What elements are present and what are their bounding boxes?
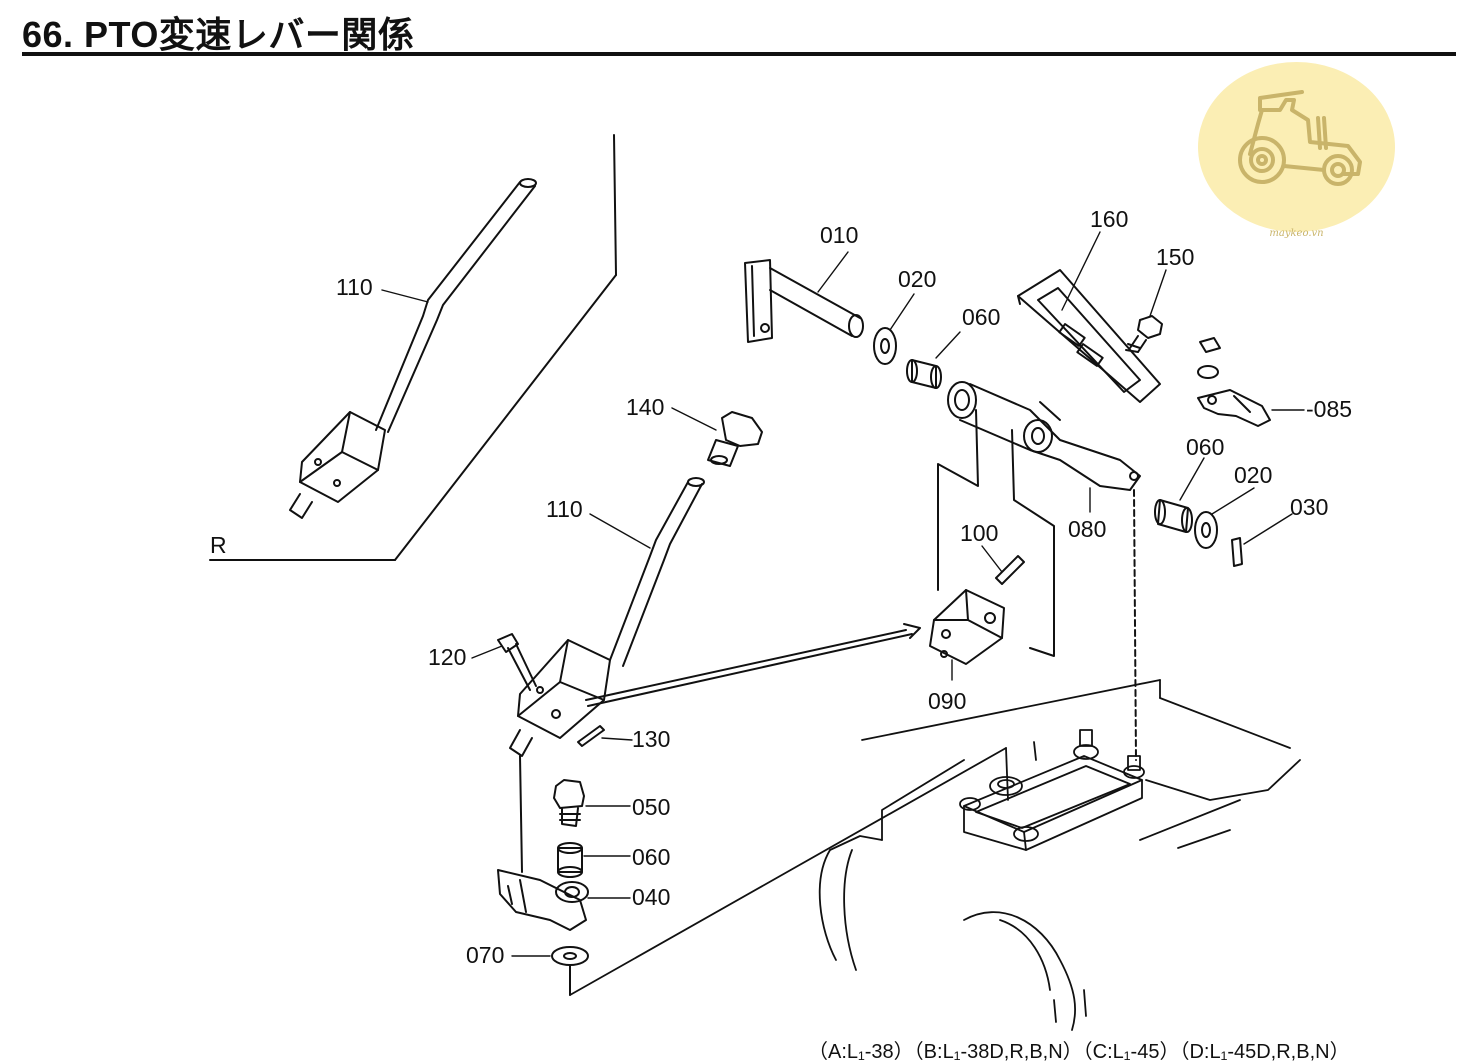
alignment-frame [937,409,1055,657]
link-rod [585,629,907,701]
part-label-060-upper: 060 [962,304,1001,330]
leader-lines [381,231,1305,957]
lever-110-r [289,178,537,519]
part-label-150: 150 [1156,244,1195,270]
plate-160 [1017,269,1161,403]
page-title: 66. PTO変速レバー関係 [22,14,415,55]
block-090 [929,589,1005,665]
part-label-010: 010 [820,222,859,248]
watermark-logo: maykeo.vn [1198,62,1395,239]
part-label-160: 160 [1090,206,1129,232]
part-label-120: 120 [428,644,467,670]
part-label-030: 030 [1290,494,1329,520]
transmission-housing [569,679,1301,1031]
knob-140 [707,411,763,467]
pin-130 [577,725,605,747]
part-label-110: 110 [546,496,583,522]
clamp-085 [1197,337,1271,427]
shaft-010 [744,259,864,343]
variant-label-r: R [210,532,227,558]
tractor-icon [1238,90,1362,186]
bolt-120 [497,633,537,691]
washer-070 [551,946,589,996]
washer-020-lower [1194,511,1218,549]
part-label-040: 040 [632,884,671,910]
part-label-085-number: 085 [1313,396,1353,422]
bracket-040 [497,869,589,931]
bolt-150 [1125,315,1163,353]
part-label-085: -085 [1306,396,1353,422]
part-label-130: 130 [632,726,671,752]
guide-line [1133,489,1137,761]
lever-110 [509,477,705,873]
bush-060-upper [906,359,942,389]
part-label-050: 050 [632,794,671,820]
part-label-100: 100 [960,520,999,546]
part-label-060-lower: 060 [1186,434,1225,460]
part-label-080: 080 [1068,516,1107,542]
part-label-140: 140 [626,394,665,420]
part-label-090: 090 [928,688,967,714]
part-label-020-lower: 020 [1234,462,1273,488]
part-label-060-bottom: 060 [632,844,671,870]
washer-020-upper [873,327,897,365]
bush-060-lower [1154,499,1193,533]
part-label-070: 070 [466,942,505,968]
part-label-110-r: 110 [336,274,373,300]
part-label-020-upper: 020 [898,266,937,292]
pin-100 [995,555,1025,585]
title-underline [22,52,1456,56]
bolt-050 [553,779,585,827]
pin-030 [1231,537,1243,567]
model-applicability-note: （A:L₁-38）（B:L₁-38D,R,B,N）（C:L₁-45）（D:L₁-… [808,1041,1350,1063]
bush-060-bottom [557,842,583,878]
r-variant-frame [209,134,617,561]
logo-caption: maykeo.vn [1269,228,1324,239]
arm-080 [947,381,1141,491]
